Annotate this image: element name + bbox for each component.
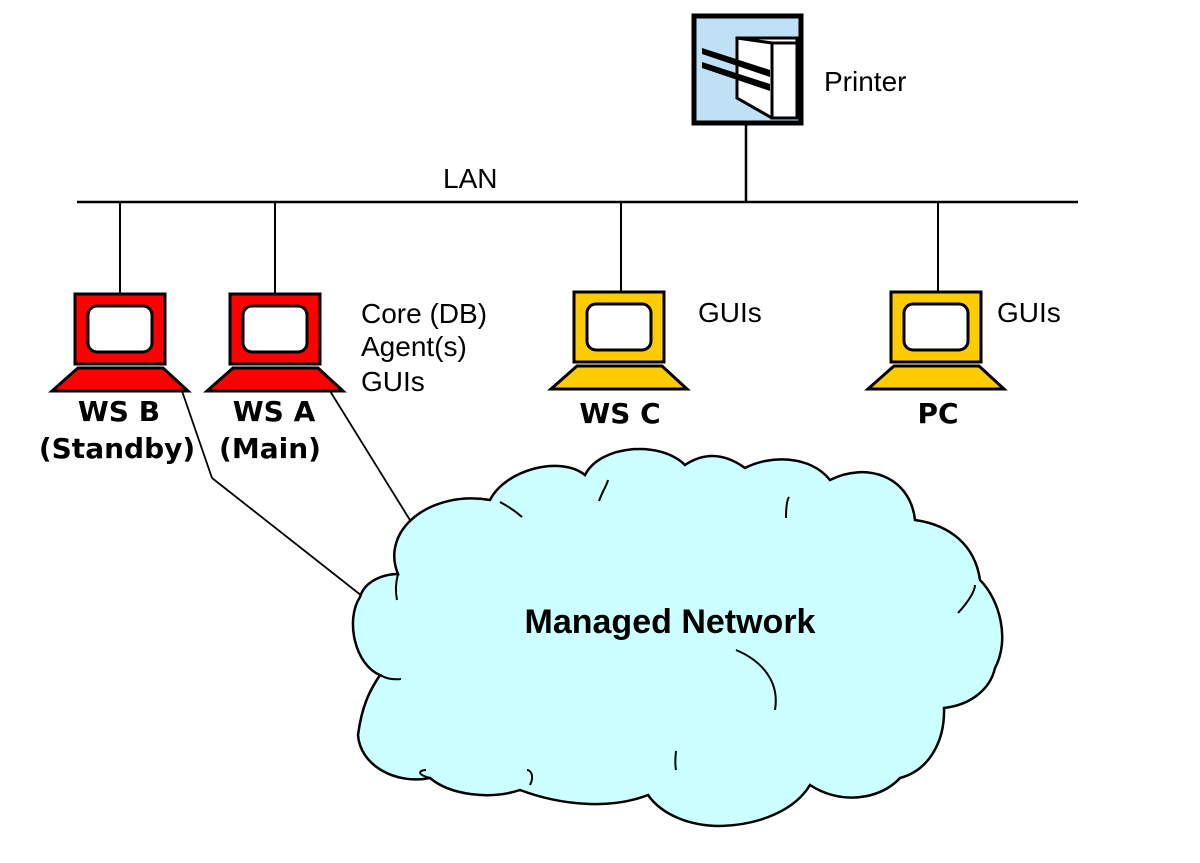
service-label: GUIs xyxy=(698,297,762,328)
service-label: Core (DB) xyxy=(361,298,487,329)
lan-label: LAN xyxy=(443,163,497,194)
service-label: GUIs xyxy=(997,297,1061,328)
node-role: (Standby) xyxy=(39,432,195,465)
service-label: GUIs xyxy=(361,366,425,397)
node-ws-c[interactable]: WS C GUIs xyxy=(547,290,762,430)
workstation-icon xyxy=(203,292,347,393)
node-name: WS C xyxy=(579,397,660,430)
cloud-label: Managed Network xyxy=(525,603,816,641)
printer-label: Printer xyxy=(824,66,906,97)
printer-node: Printer xyxy=(691,13,906,202)
node-role: (Main) xyxy=(219,432,321,465)
managed-network-cloud: Managed Network xyxy=(351,447,1004,828)
node-ws-b[interactable]: WS B (Standby) xyxy=(39,292,195,465)
node-name: PC xyxy=(917,397,958,430)
node-ws-a[interactable]: WS A (Main) Core (DB) Agent(s) GUIs xyxy=(203,292,487,465)
node-name: WS B xyxy=(78,395,160,428)
workstation-icon xyxy=(48,292,192,393)
workstation-icon xyxy=(864,290,1008,391)
node-pc[interactable]: PC GUIs xyxy=(864,290,1061,430)
workstation-icon xyxy=(547,290,691,391)
node-name: WS A xyxy=(233,395,316,428)
service-label: Agent(s) xyxy=(361,331,467,362)
printer-icon xyxy=(691,13,804,126)
